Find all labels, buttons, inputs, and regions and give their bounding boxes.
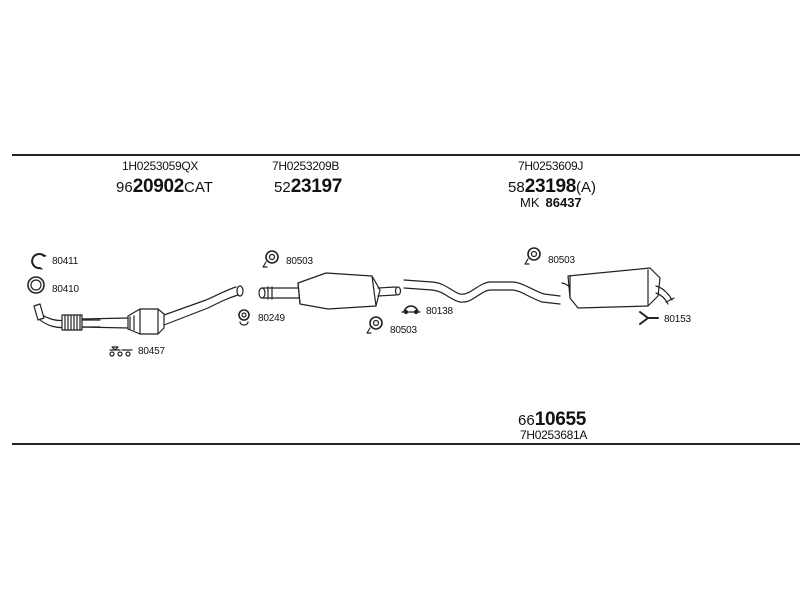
complete-oe-number: 7H0253681A <box>520 428 588 442</box>
accessory-80410-label: 80410 <box>52 284 79 295</box>
rubber-hanger-icon <box>262 250 279 268</box>
accessory-80503-rear-label: 80503 <box>548 255 575 266</box>
middle-part-number: 5223197 <box>274 176 343 197</box>
rear-oe-number: 7H0253609J <box>518 159 584 173</box>
bottom-divider <box>12 443 800 445</box>
complete-part-number: 6610655 <box>518 409 587 430</box>
bracket-icon <box>639 311 659 325</box>
accessory-80153-label: 80153 <box>664 314 691 325</box>
accessory-80503-mid-label: 80503 <box>286 256 313 267</box>
accessory-80457-label: 80457 <box>138 346 165 357</box>
mounting-kit-icon <box>109 346 133 357</box>
front-part-number: 9620902CAT <box>116 176 213 197</box>
pipe-clamp-icon <box>401 305 421 315</box>
accessory-80138-label: 80138 <box>426 306 453 317</box>
top-divider <box>12 154 800 156</box>
accessory-80411-label: 80411 <box>52 256 79 267</box>
clamp-ring-icon <box>31 253 47 270</box>
rear-part-number: 5823198(A) <box>508 176 597 197</box>
rear-silencer <box>403 267 675 309</box>
front-pipe-catalytic-converter <box>33 285 244 335</box>
accessory-80249-label: 80249 <box>258 313 285 324</box>
accessory-80503-low-label: 80503 <box>390 325 417 336</box>
rubber-hanger-icon <box>524 247 541 265</box>
middle-silencer <box>258 272 402 310</box>
rubber-ring-icon <box>238 309 250 326</box>
front-oe-number: 1H0253059QX <box>122 159 199 173</box>
middle-oe-number: 7H0253209B <box>272 159 340 173</box>
rubber-hanger-icon <box>366 316 383 334</box>
gasket-ring-icon <box>27 276 45 294</box>
